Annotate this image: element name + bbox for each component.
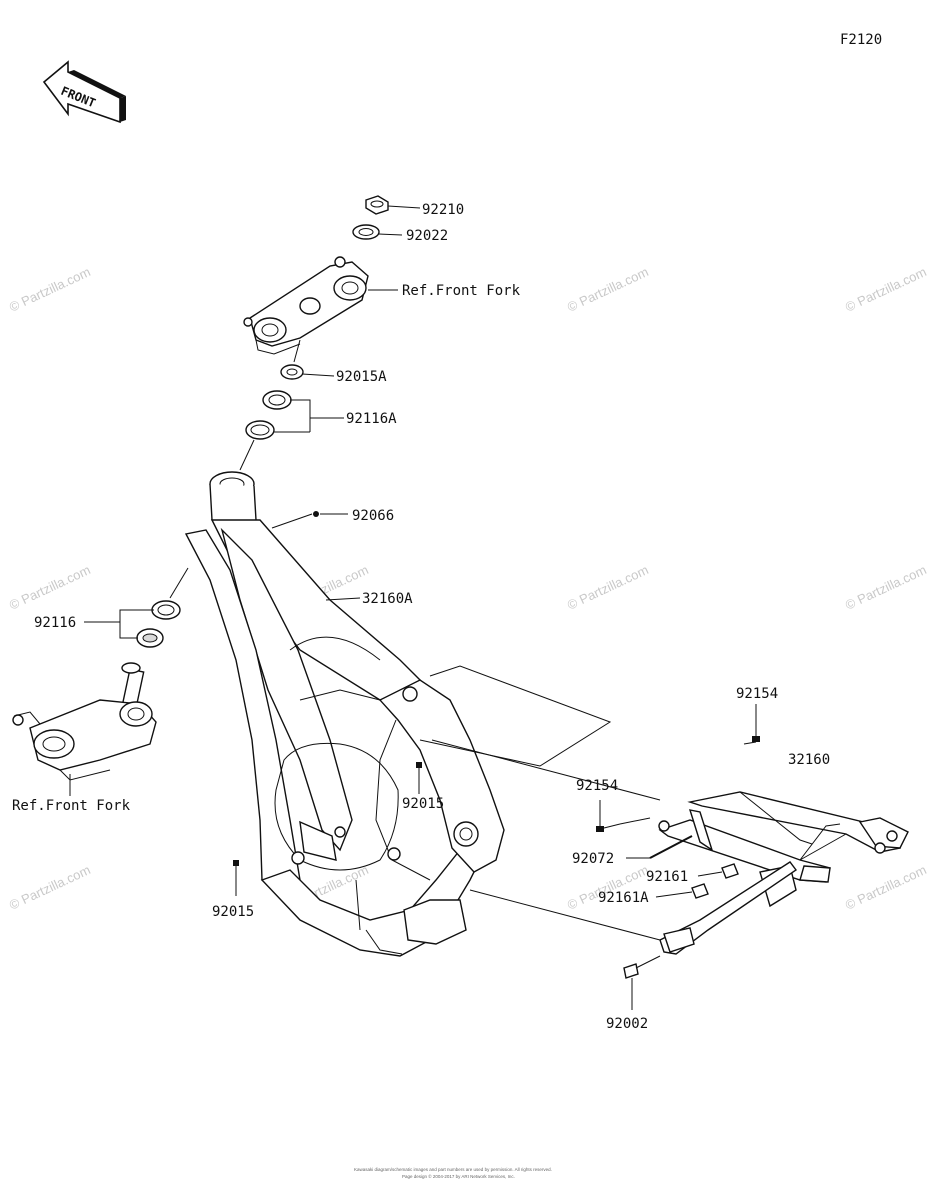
bolt-92154-mid bbox=[596, 823, 621, 832]
watermark: © Partzilla.com bbox=[7, 862, 93, 913]
label-92154-mid: 92154 bbox=[576, 778, 618, 794]
label-92015-mid: 92015 bbox=[402, 796, 444, 812]
watermark: © Partzilla.com bbox=[843, 862, 928, 913]
label-92072: 92072 bbox=[572, 851, 614, 867]
label-ref-front-fork-left: Ref.Front Fork bbox=[12, 798, 131, 814]
label-92015-left: 92015 bbox=[212, 904, 254, 920]
bolt-92015-left bbox=[233, 860, 239, 866]
nut-92210 bbox=[365, 195, 389, 215]
label-92015a: 92015A bbox=[336, 369, 387, 385]
label-92022: 92022 bbox=[406, 228, 448, 244]
front-arrow-icon: FRONT bbox=[42, 60, 126, 124]
bearing-92116 bbox=[136, 600, 181, 648]
clamp-92161a bbox=[691, 883, 709, 899]
watermark: © Partzilla.com bbox=[843, 562, 928, 613]
label-92116: 92116 bbox=[34, 615, 76, 631]
watermark: © Partzilla.com bbox=[7, 264, 93, 315]
washer-92022 bbox=[352, 224, 380, 240]
bearing-92116a bbox=[245, 390, 292, 440]
bracket-rail bbox=[659, 861, 797, 955]
diagram-code: F2120 bbox=[840, 32, 882, 48]
main-frame-32160a bbox=[184, 471, 505, 957]
label-92116a: 92116A bbox=[346, 411, 397, 427]
footer-copyright: Kawasaki diagram/schematic images and pa… bbox=[354, 1167, 552, 1172]
label-92161a: 92161A bbox=[598, 890, 649, 906]
label-92154-top: 92154 bbox=[736, 686, 778, 702]
bolt-92066 bbox=[313, 511, 319, 517]
watermark: © Partzilla.com bbox=[7, 562, 93, 613]
label-92066: 92066 bbox=[352, 508, 394, 524]
footer-page-design: Page design © 2004-2017 by ARI Network S… bbox=[402, 1173, 515, 1179]
label-92161: 92161 bbox=[646, 869, 688, 885]
bolt-92002 bbox=[623, 955, 661, 979]
clamp-92161 bbox=[721, 863, 739, 879]
label-32160: 32160 bbox=[788, 752, 830, 768]
watermark: © Partzilla.com bbox=[565, 264, 651, 315]
cable-tie-92072 bbox=[649, 835, 693, 859]
label-32160a: 32160A bbox=[362, 591, 413, 607]
subframe-32160 bbox=[658, 791, 909, 908]
watermark: © Partzilla.com bbox=[843, 264, 928, 315]
upper-triple-clamp bbox=[243, 256, 369, 355]
bolt-92154-top bbox=[743, 736, 760, 745]
seal-92015a bbox=[280, 364, 304, 380]
label-92002: 92002 bbox=[606, 1016, 648, 1032]
lower-triple-clamp-stem bbox=[12, 662, 157, 781]
watermark: © Partzilla.com bbox=[565, 562, 651, 613]
label-ref-front-fork-top: Ref.Front Fork bbox=[402, 283, 521, 299]
label-92210: 92210 bbox=[422, 202, 464, 218]
